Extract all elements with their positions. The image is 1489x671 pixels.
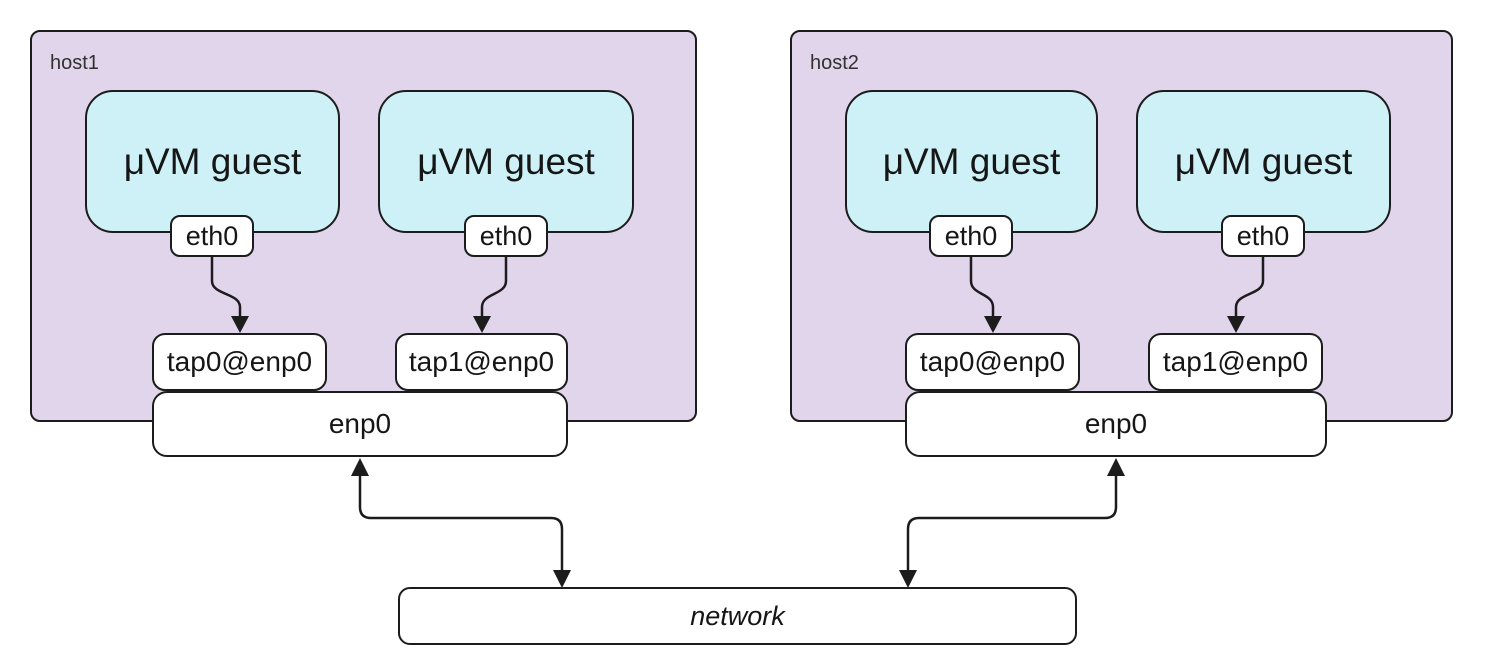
host1-tap1: tap1@enp0 [395,333,568,391]
arrow-host2-enp0-network [899,458,1125,588]
host1-label: host1 [50,52,99,74]
host1-tap0: tap0@enp0 [152,333,327,391]
host1-enp0-nic: enp0 [152,391,568,457]
host1-guest2: μVM guest [378,90,634,233]
network-node: network [398,587,1077,645]
host2-tap0: tap0@enp0 [905,333,1080,391]
host2-guest1-eth0-port: eth0 [929,215,1013,257]
host2-label: host2 [810,52,859,74]
arrow-host1-enp0-network [351,458,571,588]
host1-guest1-label: μVM guest [123,140,302,182]
host2-guest2: μVM guest [1136,90,1391,233]
host2-guest2-eth0-port: eth0 [1221,215,1305,257]
host1-guest1: μVM guest [85,90,340,233]
host2-guest2-label: μVM guest [1174,140,1353,182]
host2-tap1: tap1@enp0 [1148,333,1323,391]
host1-guest2-label: μVM guest [417,140,595,182]
host1-guest1-eth0-port: eth0 [170,215,254,257]
host1-guest2-eth0-port: eth0 [464,215,548,257]
host2-guest1-label: μVM guest [882,140,1061,182]
host2-enp0-nic: enp0 [905,391,1327,457]
host2-guest1: μVM guest [845,90,1098,233]
